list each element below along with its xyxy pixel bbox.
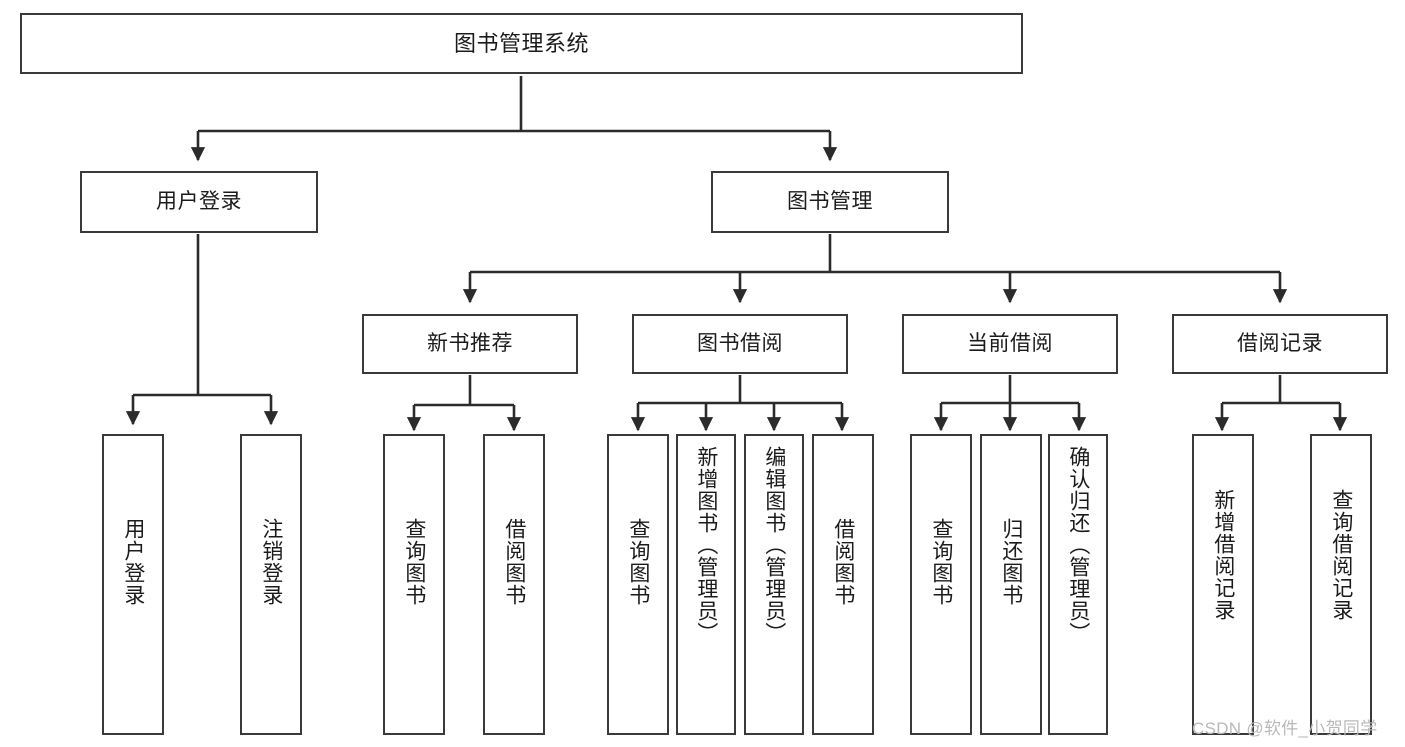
- node-label: 图书管理系统: [453, 30, 589, 56]
- leaf-confirm-return[interactable]: 确认归还（管理员）: [1048, 434, 1108, 735]
- node-borrow-record[interactable]: 借阅记录: [1172, 314, 1388, 374]
- leaf-return-book[interactable]: 归还图书: [980, 434, 1042, 735]
- csdn-watermark: CSDN @软件_小贺同学: [1192, 719, 1378, 738]
- node-current-borrow[interactable]: 当前借阅: [902, 314, 1118, 374]
- node-label: 新增图书（管理员）: [694, 446, 718, 644]
- leaf-add-book[interactable]: 新增图书（管理员）: [676, 434, 736, 735]
- node-label: 查询图书: [929, 518, 953, 606]
- leaf-edit-book[interactable]: 编辑图书（管理员）: [744, 434, 804, 735]
- node-label: 借阅图书: [831, 518, 855, 606]
- node-label: 编辑图书（管理员）: [762, 446, 786, 644]
- leaf-query-borrow-record[interactable]: 查询借阅记录: [1310, 434, 1372, 735]
- node-label: 用户登录: [156, 189, 242, 213]
- node-root-book-management-system[interactable]: 图书管理系统: [20, 13, 1023, 74]
- node-label: 图书管理: [787, 189, 873, 213]
- leaf-user-login[interactable]: 用户登录: [102, 434, 164, 735]
- node-book-manage[interactable]: 图书管理: [711, 171, 949, 233]
- node-label: 新增借阅记录: [1211, 489, 1235, 621]
- node-label: 当前借阅: [967, 331, 1053, 355]
- node-label: 新书推荐: [427, 331, 513, 355]
- node-label: 图书借阅: [697, 331, 783, 355]
- node-label: 注销登录: [259, 518, 283, 606]
- node-label: 查询图书: [626, 518, 650, 606]
- leaf-query-book-current[interactable]: 查询图书: [910, 434, 972, 735]
- node-book-borrow[interactable]: 图书借阅: [632, 314, 848, 374]
- node-label: 归还图书: [999, 518, 1023, 606]
- node-label: 借阅记录: [1237, 331, 1323, 355]
- leaf-add-borrow-record[interactable]: 新增借阅记录: [1192, 434, 1254, 735]
- node-label: 用户登录: [121, 518, 145, 606]
- node-label: 查询借阅记录: [1329, 489, 1353, 621]
- leaf-query-book-new-recommend[interactable]: 查询图书: [383, 434, 445, 735]
- leaf-query-book-borrow[interactable]: 查询图书: [607, 434, 669, 735]
- leaf-logout-login[interactable]: 注销登录: [240, 434, 302, 735]
- node-label: 查询图书: [402, 518, 426, 606]
- node-label: 借阅图书: [502, 518, 526, 606]
- leaf-borrow-book-new-recommend[interactable]: 借阅图书: [483, 434, 545, 735]
- node-new-book-recommend[interactable]: 新书推荐: [362, 314, 578, 374]
- leaf-borrow-book-borrow[interactable]: 借阅图书: [812, 434, 874, 735]
- node-label: 确认归还（管理员）: [1066, 446, 1090, 644]
- node-user-login[interactable]: 用户登录: [80, 171, 318, 233]
